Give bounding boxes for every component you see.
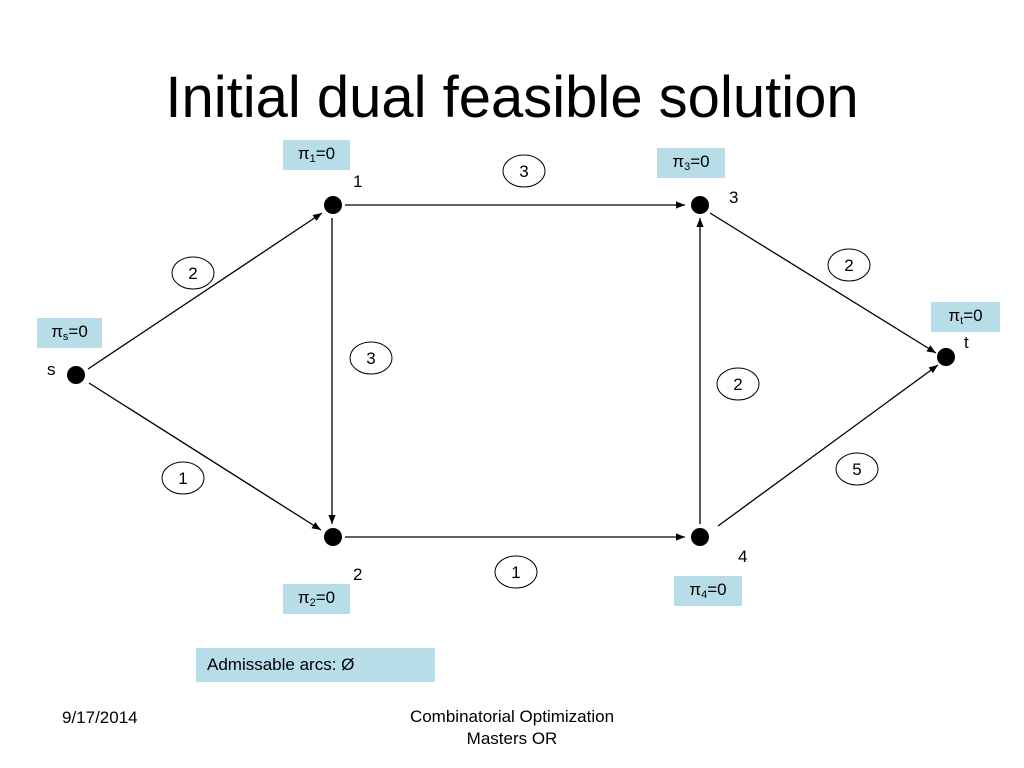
- edge-s-1: [87, 212, 323, 370]
- potential-value: =0: [690, 152, 710, 171]
- weight-3-t: 2: [827, 248, 871, 282]
- edge-3-t: [709, 212, 937, 354]
- weight-label: 1: [511, 563, 520, 582]
- potential-2: π2=0: [283, 584, 350, 614]
- potential-sub: s: [62, 331, 69, 343]
- node-label-3: 3: [729, 188, 738, 207]
- weight-4-3: 2: [716, 367, 760, 401]
- footer-course: Combinatorial Optimization Masters OR: [362, 706, 662, 750]
- weight-label: 3: [519, 162, 528, 181]
- node-label-4: 4: [738, 547, 747, 566]
- pi-symbol: π: [672, 152, 685, 171]
- potential-sub: t: [960, 315, 964, 327]
- weight-1-3: 3: [502, 154, 546, 188]
- footer-date: 9/17/2014: [62, 708, 138, 727]
- node-label-2: 2: [353, 565, 362, 584]
- edge-weights: 2 1 3 3 1 2 2 5: [161, 154, 879, 589]
- node-label-s: s: [47, 360, 56, 379]
- pi-symbol: π: [51, 322, 63, 341]
- edge-s-2: [88, 382, 322, 531]
- pi-symbol: π: [297, 144, 310, 163]
- node-1: [324, 196, 342, 214]
- weight-label: 2: [188, 264, 197, 283]
- pi-symbol: π: [297, 588, 310, 607]
- weight-4-t: 5: [835, 452, 879, 486]
- node-s: [67, 366, 85, 384]
- slide-title: Initial dual feasible solution: [165, 65, 859, 130]
- pi-symbol: π: [948, 306, 961, 325]
- weight-1-2: 3: [349, 341, 393, 375]
- node-label-t: t: [964, 333, 969, 352]
- weight-label: 3: [366, 349, 375, 368]
- weight-s-1: 2: [171, 256, 215, 290]
- potential-1: π1=0: [283, 140, 350, 170]
- potential-value: =0: [963, 306, 983, 325]
- weight-label: 2: [733, 375, 742, 394]
- node-labels: s 1 2 3 4 t: [47, 172, 969, 584]
- potential-value: =0: [315, 144, 336, 163]
- potential-s: πs=0: [37, 318, 102, 348]
- potential-value: =0: [68, 322, 88, 341]
- potential-value: =0: [315, 588, 336, 607]
- weight-label: 5: [852, 460, 861, 479]
- node-4: [691, 528, 709, 546]
- node-t: [937, 348, 955, 366]
- edges: [87, 201, 939, 541]
- potential-t: πt=0: [931, 302, 1000, 332]
- node-label-1: 1: [353, 172, 362, 191]
- footer-course-line2: Masters OR: [466, 729, 558, 748]
- weight-s-2: 1: [161, 461, 205, 495]
- weight-label: 1: [178, 469, 187, 488]
- potential-sub: 3: [684, 161, 691, 173]
- node-3: [691, 196, 709, 214]
- admissable-arcs-box: Admissable arcs: Ø: [196, 648, 435, 682]
- potential-sub: 2: [309, 597, 316, 609]
- potential-value: =0: [707, 580, 727, 599]
- node-2: [324, 528, 342, 546]
- potential-4: π4=0: [674, 576, 742, 606]
- edge-4-t: [717, 364, 939, 527]
- potential-sub: 1: [309, 153, 316, 165]
- potential-sub: 4: [701, 589, 708, 601]
- weight-2-4: 1: [494, 555, 538, 589]
- nodes: [67, 196, 955, 546]
- footer-course-line1: Combinatorial Optimization: [409, 707, 615, 726]
- weight-label: 2: [844, 256, 853, 275]
- pi-symbol: π: [689, 580, 702, 599]
- potential-3: π3=0: [657, 148, 725, 178]
